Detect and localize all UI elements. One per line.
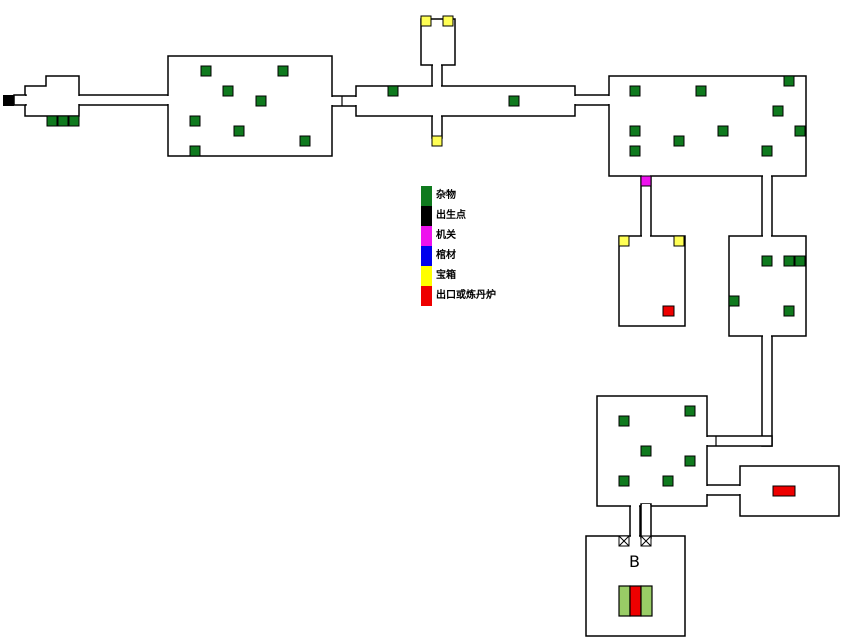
boss-room-label: B [629, 552, 640, 571]
legend-label-sundries: 杂物 [436, 190, 456, 201]
mechanism-marker [640, 175, 652, 187]
boss-corridor-right [640, 503, 652, 539]
room-top [420, 18, 456, 66]
legend-label-coffin: 棺材 [436, 250, 456, 261]
room-northeast [608, 75, 807, 177]
legend-label-mechanism: 机关 [436, 230, 456, 241]
legend-swatch-exit [421, 286, 432, 306]
legend-label-exit: 出口或炼丹炉 [436, 290, 496, 301]
corridor-ne-to-se [761, 173, 773, 239]
corridor-lower-to-exit [704, 484, 743, 496]
spawn-room [24, 75, 80, 117]
sundries-markers [46, 65, 806, 487]
corridor-entry-to-room1 [77, 94, 171, 106]
chest-markers [420, 15, 685, 247]
corridor-se-to-lower [761, 333, 773, 447]
legend-label-spawn: 出生点 [436, 210, 466, 221]
corridor-hall-to-room-ne [573, 94, 611, 106]
legend-swatch-chest [421, 266, 432, 286]
legend-swatch-spawn [421, 206, 432, 226]
legend-swatch-mechanism [421, 226, 432, 246]
corridor-lower-link [704, 435, 773, 447]
sealed-door-icons [618, 535, 652, 547]
legend-swatch-coffin [421, 246, 432, 266]
door-marks [341, 96, 717, 446]
legend-swatch-sundries [421, 186, 432, 206]
rooms [24, 18, 840, 637]
room-southwest [618, 235, 686, 327]
spawn-point-marker [3, 95, 14, 106]
alchemy-furnace-icon [618, 585, 653, 617]
exit-markers [662, 305, 796, 497]
corridor-lower-to-boss [629, 503, 641, 539]
legend-label-chest: 宝箱 [436, 270, 456, 281]
corridor-room1-to-hall [330, 95, 358, 107]
room-southeast [728, 235, 807, 337]
